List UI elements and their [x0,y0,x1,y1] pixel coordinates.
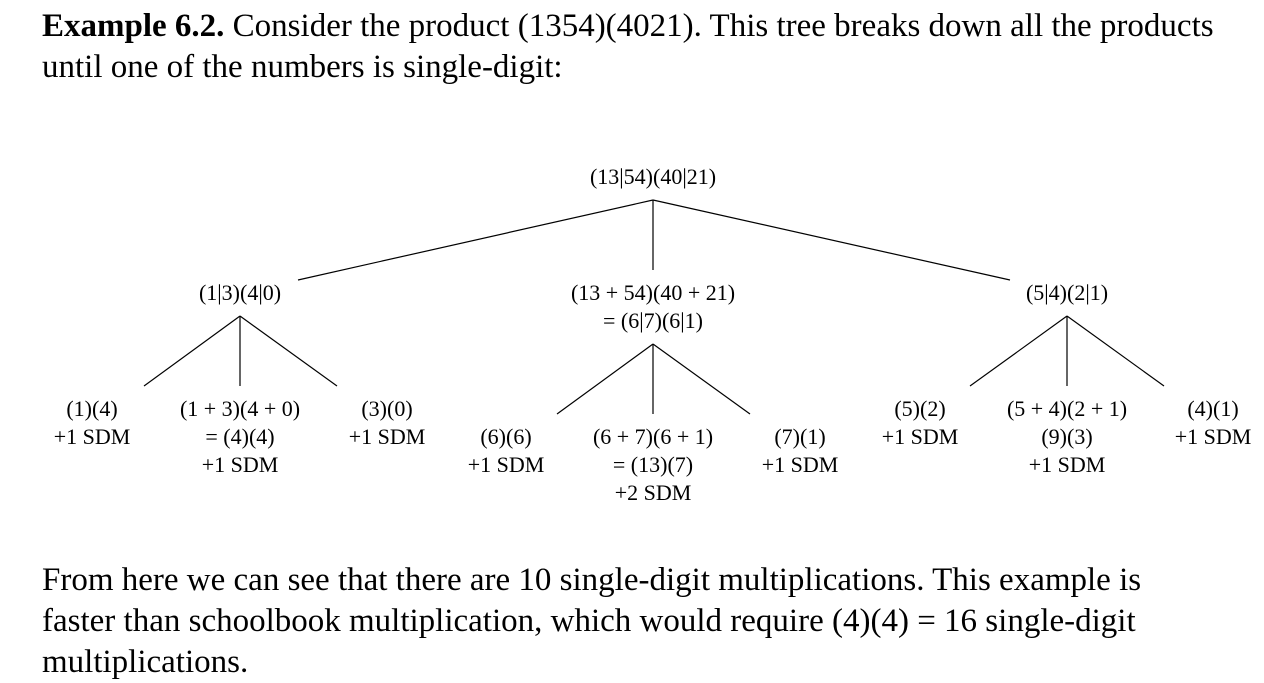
node-line: (1 + 3)(4 + 0) [180,396,300,421]
edge-level1-to-leaf [239,315,338,387]
node-line: (5)(2) [894,396,945,421]
node-line: (5|4)(2|1) [1026,280,1108,305]
node-line: +1 SDM [202,452,279,477]
node-line: = (13)(7) [613,452,693,477]
node-line: (1)(4) [66,396,117,421]
node-line: (13|54)(40|21) [590,164,716,189]
node-line: (5 + 4)(2 + 1) [1007,396,1127,421]
tree-root-node: (13|54)(40|21) [590,164,716,189]
tree-leaf-node: (4)(1) +1 SDM [1175,396,1252,449]
tree-level1-node: (1|3)(4|0) [199,280,281,305]
node-line: +1 SDM [762,452,839,477]
node-line: = (6|7)(6|1) [603,308,703,333]
node-line: +1 SDM [1175,424,1252,449]
node-line: +1 SDM [54,424,131,449]
node-line: +1 SDM [349,424,426,449]
node-line: (1|3)(4|0) [199,280,281,305]
tree-leaf-node: (1 + 3)(4 + 0) = (4)(4) +1 SDM [180,396,300,477]
edge-level1-to-leaf [652,343,751,415]
node-line: (3)(0) [361,396,412,421]
node-line: = (4)(4) [205,424,274,449]
edge-level1-to-leaf [1066,315,1165,387]
tree-leaf-node: (5)(2) +1 SDM [882,396,959,449]
node-line: (9)(3) [1041,424,1092,449]
edge-root-to-child-3 [652,199,1011,281]
node-line: (7)(1) [774,424,825,449]
intro-text: Consider the product (1354)(4021). This … [42,8,1214,85]
tree-leaf-node: (1)(4) +1 SDM [54,396,131,449]
tree-leaf-node: (6)(6) +1 SDM [468,424,545,477]
tree-level1-node: (13 + 54)(40 + 21) = (6|7)(6|1) [571,280,735,333]
node-line: (6)(6) [480,424,531,449]
edge-level1-to-leaf [143,315,241,387]
tree-leaf-node: (5 + 4)(2 + 1) (9)(3) +1 SDM [1007,396,1127,477]
edge-level1-to-leaf [556,343,654,415]
node-line: (6 + 7)(6 + 1) [593,424,713,449]
tree-leaf-node: (6 + 7)(6 + 1) = (13)(7) +2 SDM [593,424,713,505]
tree-level1-node: (5|4)(2|1) [1026,280,1108,305]
edge-root-to-child-1 [297,199,654,281]
node-line: +2 SDM [615,480,692,505]
node-line: (4)(1) [1187,396,1238,421]
tree-leaf-node: (3)(0) +1 SDM [349,396,426,449]
node-line: +1 SDM [1029,452,1106,477]
conclusion-paragraph: From here we can see that there are 10 s… [42,562,1142,680]
intro-paragraph: Example 6.2. Consider the product (1354)… [42,6,1222,88]
node-line: +1 SDM [468,452,545,477]
tree-leaf-node: (7)(1) +1 SDM [762,424,839,477]
example-label: Example 6.2. [42,8,225,44]
node-line: (13 + 54)(40 + 21) [571,280,735,305]
node-line: +1 SDM [882,424,959,449]
edge-level1-to-leaf [969,315,1068,387]
